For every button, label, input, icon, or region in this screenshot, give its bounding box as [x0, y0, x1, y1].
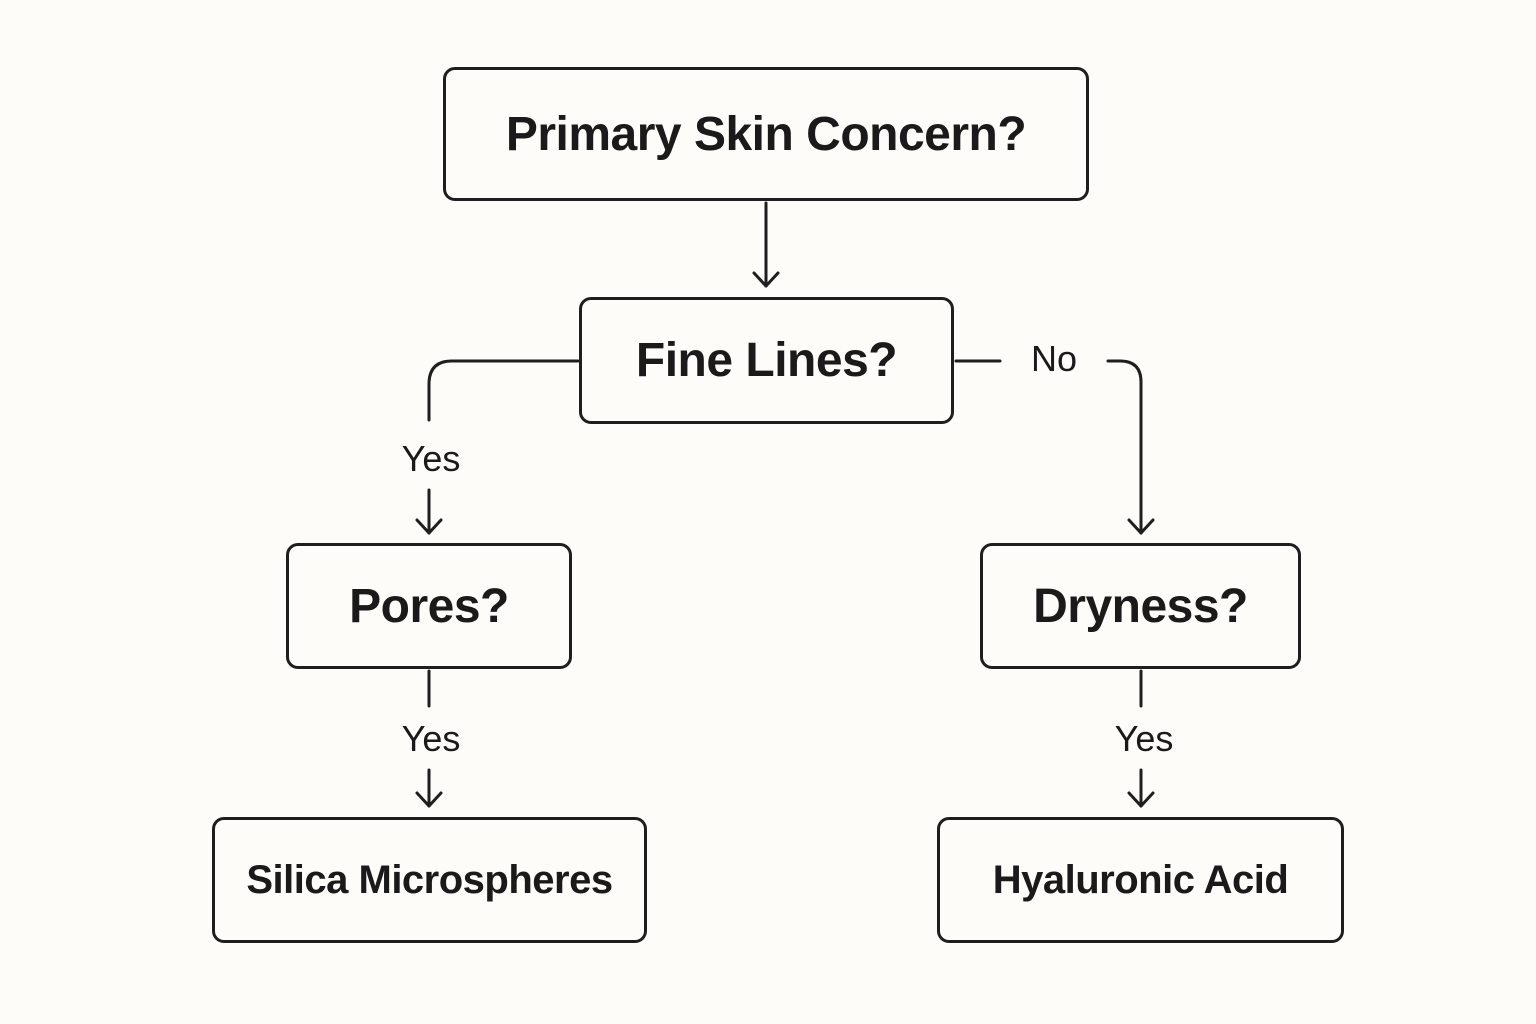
edge-label-fine-lines-no: No	[1030, 338, 1078, 379]
arrowhead-hyaluronic	[1127, 791, 1155, 808]
node-label: Silica Microspheres	[246, 857, 613, 902]
node-primary-skin-concern: Primary Skin Concern?	[443, 67, 1089, 201]
node-label: Dryness?	[1033, 579, 1248, 633]
edge-label-pores-yes: Yes	[401, 718, 461, 759]
edge-label-fine-lines-yes: Yes	[401, 438, 461, 479]
arrowhead-fine-lines	[752, 271, 780, 288]
node-dryness: Dryness?	[980, 543, 1301, 669]
node-fine-lines: Fine Lines?	[579, 297, 954, 424]
arrowhead-silica	[415, 791, 443, 808]
edge-label-dryness-yes: Yes	[1114, 718, 1174, 759]
node-hyaluronic-acid: Hyaluronic Acid	[937, 817, 1344, 943]
node-label: Hyaluronic Acid	[992, 857, 1289, 902]
node-label: Fine Lines?	[635, 334, 898, 387]
node-label: Primary Skin Concern?	[505, 107, 1027, 161]
node-label: Pores?	[349, 579, 509, 633]
node-pores: Pores?	[286, 543, 572, 669]
arrowhead-dryness	[1127, 518, 1155, 535]
arrowhead-pores	[415, 518, 443, 535]
edge-fine-lines-to-dryness-right	[1106, 359, 1143, 535]
edge-fine-lines-to-pores-upper	[427, 359, 580, 422]
node-silica-microspheres: Silica Microspheres	[212, 817, 647, 943]
